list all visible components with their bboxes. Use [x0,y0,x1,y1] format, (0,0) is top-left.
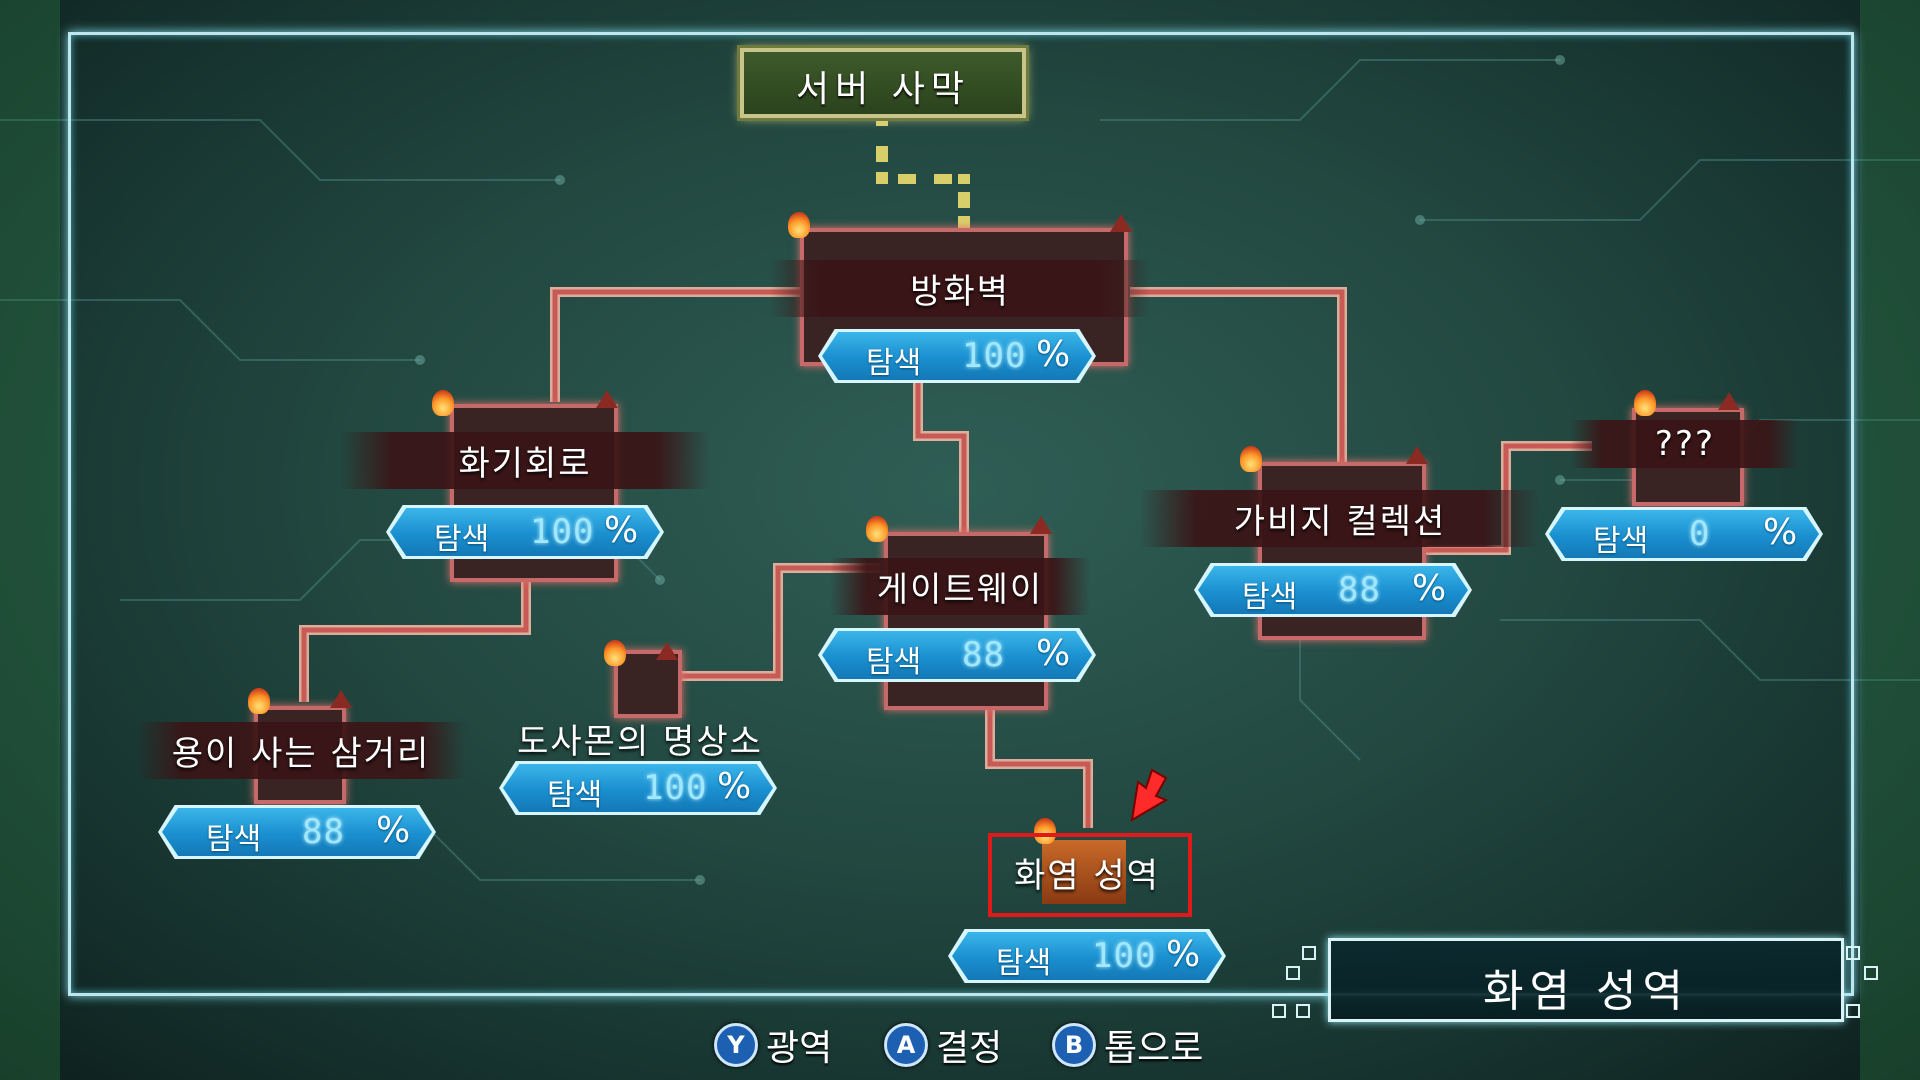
explore-value: 100 [1092,936,1157,976]
panel-decoration [1302,946,1316,960]
hint-to-top[interactable]: B 톱으로 [1052,1022,1204,1069]
link-firewall-gateway [913,378,969,532]
selected-area-name: 화염 성역 [1483,966,1689,1017]
panel-decoration [1296,1004,1310,1018]
explore-value: 88 [1338,570,1381,610]
panel-decoration [1846,1004,1860,1018]
percent-sign: % [717,766,752,807]
link-firewall-garbage [1130,287,1347,462]
explore-badge: 탐색 0 % [1549,510,1819,558]
pointer-arrow-icon [1130,768,1169,822]
hint-label: 톱으로 [1104,1028,1204,1069]
flame-icon [1034,818,1056,844]
hint-confirm[interactable]: A 결정 [884,1022,1003,1069]
explore-value: 88 [302,812,345,852]
selected-area-tile [1042,840,1126,904]
tower-icon [1030,516,1052,534]
selected-area-panel: 화염 성역 [1328,938,1844,1022]
meditation-box [614,650,682,718]
flame-icon [604,640,626,666]
explore-badge: 탐색 88 % [822,631,1092,679]
panel-decoration [1846,946,1860,960]
explore-badge: 탐색 100 % [390,508,660,556]
tower-icon [1406,446,1428,464]
flame-icon [432,390,454,416]
link-firewall-firecircuit [550,287,800,402]
selection-cursor [988,833,1192,917]
y-button-icon: Y [714,1023,758,1067]
flame-icon [788,212,810,238]
explore-value: 100 [962,336,1027,376]
explore-label: 탐색 [1242,580,1298,615]
percent-sign: % [1036,334,1071,375]
explore-label: 탐색 [866,346,922,381]
hint-label: 광역 [766,1028,833,1069]
panel-decoration [1286,966,1300,980]
area-name: 방화벽 [770,260,1150,317]
explore-badge: 탐색 88 % [162,808,432,856]
area-name: 화염 성역 [1014,856,1160,896]
area-name: 게이트웨이 [830,558,1090,615]
tower-icon [1110,214,1132,232]
explore-value: 100 [530,512,595,552]
map-frame [68,32,1854,996]
tower-icon [656,642,678,660]
explore-badge: 탐색 100 % [503,764,773,812]
a-button-icon: A [884,1023,928,1067]
percent-sign: % [376,810,411,851]
flame-icon [866,516,888,542]
area-name: 화기회로 [340,432,710,489]
explore-label: 탐색 [866,645,922,680]
percent-sign: % [1412,568,1447,609]
explore-label: 탐색 [434,522,490,557]
explore-value: 88 [962,635,1005,675]
percent-sign: % [604,510,639,551]
flame-icon [248,688,270,714]
explore-label: 탐색 [1593,524,1649,559]
tower-icon [596,390,618,408]
explore-badge: 탐색 100 % [952,932,1222,980]
hint-label: 결정 [936,1028,1003,1069]
area-name: ??? [1570,420,1800,468]
area-name: 도사몬의 명상소 [517,722,763,762]
flame-icon [1634,390,1656,416]
explore-badge: 탐색 100 % [822,332,1092,380]
explore-label: 탐색 [206,822,262,857]
b-button-icon: B [1052,1023,1096,1067]
percent-sign: % [1763,512,1798,553]
explore-label: 탐색 [996,946,1052,981]
link-gateway-flame [985,708,1093,828]
server-desert-plate[interactable]: 서버 사막 [740,48,1026,118]
tower-icon [330,690,352,708]
area-name: 용이 사는 삼거리 [136,722,466,779]
percent-sign: % [1036,633,1071,674]
explore-badge: 탐색 88 % [1198,566,1468,614]
link-firecircuit-dragon [299,580,531,702]
explore-value: 0 [1689,514,1711,554]
panel-decoration [1272,1004,1286,1018]
explore-value: 100 [643,768,708,808]
tower-icon [1718,392,1740,410]
area-name: 가비지 컬렉션 [1140,490,1540,547]
server-desert-name: 서버 사막 [796,69,970,110]
panel-decoration [1864,966,1878,980]
flame-icon [1240,446,1262,472]
percent-sign: % [1166,934,1201,975]
hint-zoom-out[interactable]: Y 광역 [714,1022,833,1069]
explore-label: 탐색 [547,778,603,813]
